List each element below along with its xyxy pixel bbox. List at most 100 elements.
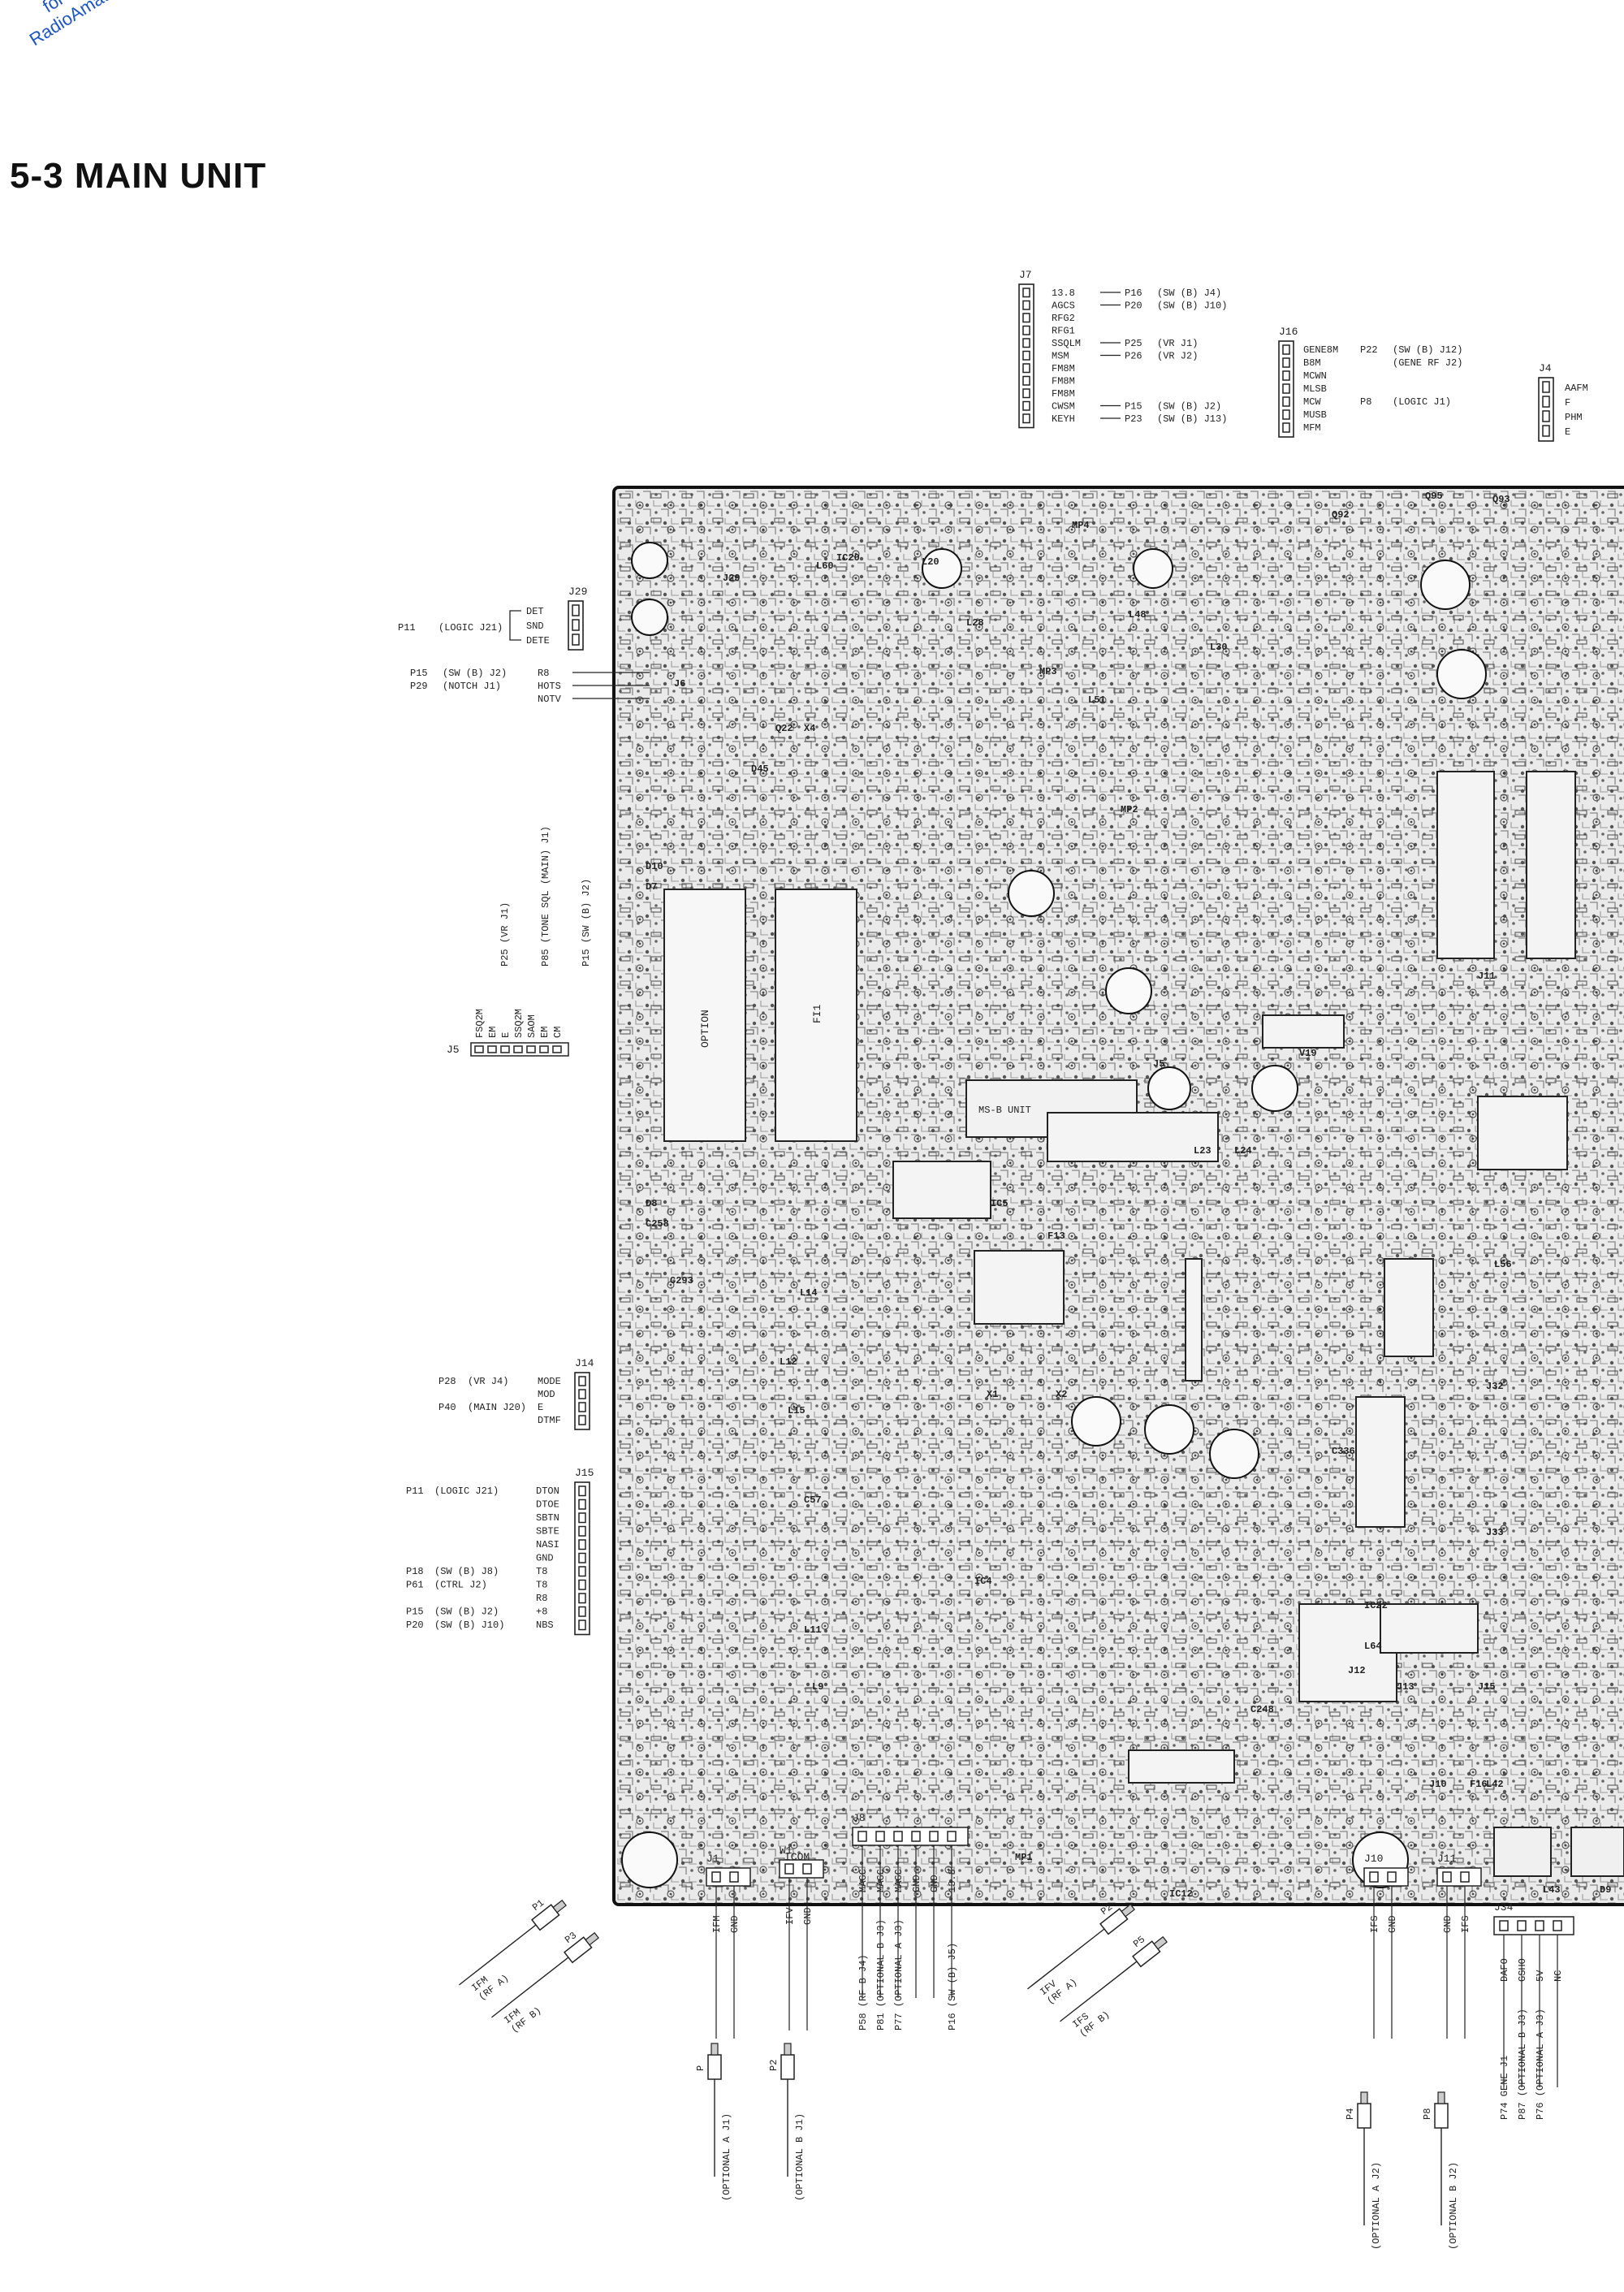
- j5-pin-label: FSQ2M: [474, 1009, 486, 1038]
- j15-header-pin: [578, 1566, 586, 1577]
- j15-title: J15: [575, 1467, 594, 1479]
- j8-pin-label: 13.8: [947, 1869, 958, 1892]
- j11-pin: [1442, 1871, 1452, 1883]
- j5-pin: [487, 1045, 497, 1053]
- j15-pin-label: DTOE: [536, 1499, 559, 1511]
- j10-title: J10: [1364, 1853, 1383, 1865]
- component-ref: D10: [646, 861, 663, 872]
- component-ref: L14: [800, 1287, 818, 1299]
- j11-title: J11: [1437, 1853, 1457, 1865]
- j7-net-label: P25: [1125, 338, 1142, 349]
- component-ref: J6: [674, 678, 685, 690]
- j1-pin: [711, 1871, 721, 1883]
- j14-header: [574, 1372, 590, 1430]
- j5-pin: [474, 1045, 484, 1053]
- ic-module: [1355, 1396, 1406, 1528]
- j7-dest-label: (VR J1): [1157, 338, 1198, 349]
- j14-pin-label: DTMF: [538, 1415, 561, 1426]
- j15-header-pin: [578, 1498, 586, 1510]
- j8-pin: [857, 1831, 867, 1842]
- j11-header: [1436, 1867, 1482, 1887]
- j16-pin-label: MUSB: [1303, 409, 1327, 421]
- ic-module: [1185, 1258, 1203, 1382]
- component-ref: J32: [1486, 1381, 1504, 1392]
- j14-header-pin: [578, 1389, 586, 1399]
- component-ref: L24: [1234, 1145, 1252, 1157]
- component-ref: L28: [966, 617, 984, 629]
- j15-net-label: P61: [406, 1580, 424, 1591]
- round-component: [1105, 967, 1152, 1014]
- j16-pin-label: MLSB: [1303, 383, 1327, 395]
- round-component: [1008, 870, 1055, 917]
- j29-dest-label: (LOGIC J21): [438, 622, 503, 634]
- j10-header: [1363, 1867, 1409, 1887]
- j29-header-pin: [572, 619, 580, 631]
- j29-header: [568, 600, 584, 651]
- j7-header: [1018, 283, 1034, 429]
- j5-pin-label: E: [500, 1032, 512, 1038]
- ic-module: [1384, 1258, 1434, 1357]
- component-ref: MP1: [1015, 1852, 1033, 1863]
- p2-plug-label: P2: [1099, 1901, 1115, 1918]
- j16-pin-label: MCW: [1303, 396, 1321, 408]
- option-filter-label: OPTION: [699, 1010, 711, 1048]
- component-ref: MP4: [1072, 520, 1090, 531]
- j7-pin-label: CWSM: [1052, 401, 1075, 413]
- p1-tip: [552, 1899, 567, 1914]
- j4-title: J4: [1539, 362, 1552, 374]
- j7-header-pin: [1022, 375, 1030, 386]
- ic-module: [1262, 1014, 1345, 1049]
- p-opt-a-cable-label: (OPTIONAL A J1): [721, 2113, 732, 2201]
- j15-dest-label: (SW (B) J2): [434, 1607, 499, 1618]
- j5-pin: [539, 1045, 549, 1053]
- j7-dest-label: (SW (B) J2): [1157, 401, 1221, 413]
- component-ref: L48: [1129, 609, 1147, 621]
- component-ref: L12: [780, 1356, 797, 1368]
- j11-pin-label: IFS: [1460, 1915, 1471, 1933]
- j7-pin-label: FM8M: [1052, 363, 1075, 374]
- j29-header-pin: [572, 604, 580, 616]
- j8-pin-label: MAGC: [875, 1869, 887, 1892]
- p-opt-a-plug-label: P: [695, 2065, 706, 2071]
- j15-header-pin: [578, 1579, 586, 1590]
- component-ref: L64: [1364, 1641, 1382, 1652]
- j16-pin-label: MFM: [1303, 422, 1321, 434]
- j15-pin-label: GND: [536, 1553, 554, 1564]
- j7-header-pin: [1022, 350, 1030, 361]
- j1-header: [706, 1867, 751, 1887]
- j14-net-label: P28: [438, 1376, 456, 1387]
- j5-net-label: P85 (TONE SQL (MAIN) J1): [540, 826, 551, 967]
- j8-pin-label: GND: [911, 1875, 922, 1892]
- j7-pin-label: 13.8: [1052, 288, 1075, 299]
- filter-fi1-block: [775, 889, 857, 1142]
- j4-header-pin: [1542, 381, 1550, 393]
- w1-pin: [784, 1863, 794, 1875]
- j16-pin-label: GENE8M: [1303, 344, 1338, 356]
- j34-pin: [1535, 1920, 1544, 1931]
- component-ref: C258: [646, 1218, 669, 1230]
- j11-pin: [1460, 1871, 1470, 1883]
- round-component: [1147, 1066, 1191, 1110]
- p3-cable: [491, 1957, 569, 2018]
- round-component: [1420, 560, 1471, 610]
- j7-pin-label: FM8M: [1052, 388, 1075, 400]
- page-title: 5-3 MAIN UNIT: [10, 156, 267, 196]
- p-opt-b2-plug: P8(OPTIONAL B J2): [1422, 2091, 1459, 2250]
- component-ref: L51: [1088, 694, 1106, 706]
- component-ref: L11: [804, 1624, 822, 1636]
- j14-dest-label: (MAIN J20): [468, 1402, 526, 1413]
- j8-pin: [947, 1831, 957, 1842]
- j5-pin-label: CM: [552, 1027, 564, 1038]
- j7-title: J7: [1019, 269, 1032, 281]
- j15-dest-label: (SW (B) J8): [434, 1566, 499, 1577]
- round-component: [631, 542, 668, 579]
- p-opt-b2-cable-label: (OPTIONAL B J2): [1448, 2162, 1459, 2250]
- component-ref: D45: [751, 763, 769, 775]
- ic-module: [892, 1161, 991, 1219]
- component-ref: L42: [1486, 1779, 1504, 1790]
- j8-pin: [911, 1831, 921, 1842]
- p-opt-a2-plug-label: P4: [1345, 2108, 1356, 2120]
- j7-header-pin: [1022, 363, 1030, 374]
